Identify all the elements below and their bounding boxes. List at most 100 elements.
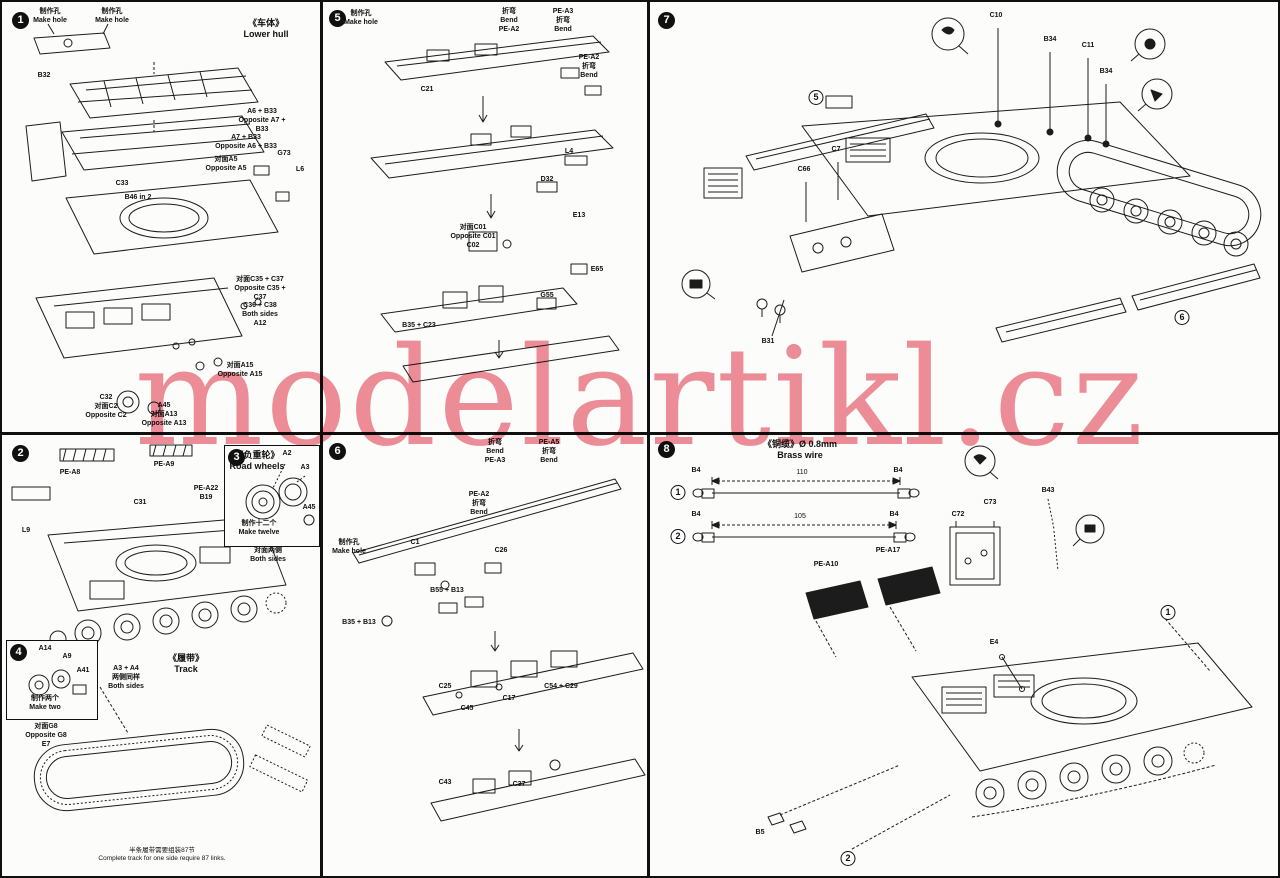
part-label: PE-A5 折弯 Bend [538,439,560,464]
part-label: B55 + B13 [430,587,464,594]
part-label: B43 [1041,487,1055,494]
circled-number: 5 [808,90,824,105]
part-label: C7 [831,146,841,153]
part-label: A45 对面A13 Opposite A13 [141,402,187,427]
part-label: B32 [37,72,51,79]
part-label: A45 [302,504,316,511]
step8-artwork [692,445,1253,850]
part-label: PE-A3 折弯 Bend [552,8,574,33]
part-label: 对面A5 Opposite A5 [205,156,247,172]
part-label: L9 [21,527,31,534]
part-label: 105 [794,513,806,520]
circled-number: 2 [670,529,686,544]
part-label: L4 [564,148,574,155]
part-label: C37 [512,781,526,788]
circled-number: 1 [1160,605,1176,620]
part-label: C33 [115,180,129,187]
part-label: 制作孔 Make hole [33,8,67,24]
part-label: PE-A9 [153,461,175,468]
part-label: B4 [893,467,903,474]
step-panel-1: 1 [4,4,320,432]
part-label: PE-A2 折弯 Bend [468,491,490,516]
part-label: C10 [989,12,1003,19]
part-label: 110 [796,469,808,476]
step7-artwork [681,17,1262,343]
part-label: 半条履带需要组装87节 Complete track for one side … [98,847,226,863]
part-label: 折弯 Bend PE-A3 [484,439,506,464]
part-label: B34 [1099,68,1113,75]
step-number-badge: 1 [12,12,29,29]
part-label: C54 + C29 [544,683,578,690]
step4-artwork [28,669,87,696]
row-divider [650,432,1278,435]
part-label: 制作十二个 Make twelve [238,520,280,536]
part-label: A9 [62,653,72,660]
part-label: A41 [76,667,90,674]
part-label: 制作孔 Make hole [95,8,129,24]
step-number-badge: 6 [329,443,346,460]
step1-artwork [25,23,290,415]
circled-number: 6 [1174,310,1190,325]
part-label: E4 [989,639,999,646]
part-label: A7 + B33 Opposite A6 + B33 [215,134,277,150]
part-label: B4 [889,511,899,518]
part-label: C73 [983,499,997,506]
part-label: C11 [1081,42,1095,49]
step5-artwork [370,35,620,383]
part-label: B4 [691,467,701,474]
step-panel-5: 5 制作孔 Make [323,4,647,432]
part-label: C32 对面C2 Opposite C2 [85,394,127,419]
step-panel-2: 2 [4,435,320,876]
part-label: 《履带》 Track [167,653,205,675]
part-label: A6 + B33 Opposite A7 + B33 [238,108,286,133]
part-label: E13 [572,212,586,219]
part-label: G73 [277,150,291,157]
step-panel-7: 7 [650,4,1278,432]
part-label: C26 [494,547,508,554]
part-label: C1 [410,539,420,546]
part-label: C66 [797,166,811,173]
step-number-badge: 7 [658,12,675,29]
part-label: 对面两侧 Both sides [250,547,286,563]
part-label: PE-A8 [59,469,81,476]
part-label: C45 [460,705,474,712]
part-label: C25 [438,683,452,690]
part-label: D32 [540,176,554,183]
part-label: A2 [282,450,292,457]
step-number-badge: 4 [10,644,27,661]
step6-artwork [352,478,646,822]
part-label: G55 [540,292,554,299]
row-divider [323,432,647,435]
part-label: 对面C01 Opposite C01 C02 [450,224,496,249]
part-label: 折弯 Bend PE-A2 [498,8,520,33]
part-label: C17 [502,695,516,702]
part-label: 对面C35 + C37 Opposite C35 + C37 C36 + C38… [234,276,286,327]
part-label: 制作孔 Make hole [332,539,366,555]
part-label: B4 [691,511,701,518]
part-label: B35 + C23 [402,322,436,329]
column-divider [647,2,650,876]
part-label: PE-A2 折弯 Bend [578,54,600,79]
part-label: 《车体》 Lower hull [243,18,289,40]
part-label: 对面G8 Opposite G8 E7 [25,723,67,748]
part-label: B5 [755,829,765,836]
part-label: 制作两个 Make two [29,695,61,711]
part-label: 制作孔 Make hole [344,10,378,26]
part-label: C43 [438,779,452,786]
part-label: PE-A17 [875,547,901,554]
part-label: B31 [761,338,775,345]
part-label: 对面A15 Opposite A15 [217,362,263,378]
part-label: C31 [133,499,147,506]
column-divider [320,2,323,876]
circled-number: 1 [670,485,686,500]
part-label: E65 [590,266,604,273]
